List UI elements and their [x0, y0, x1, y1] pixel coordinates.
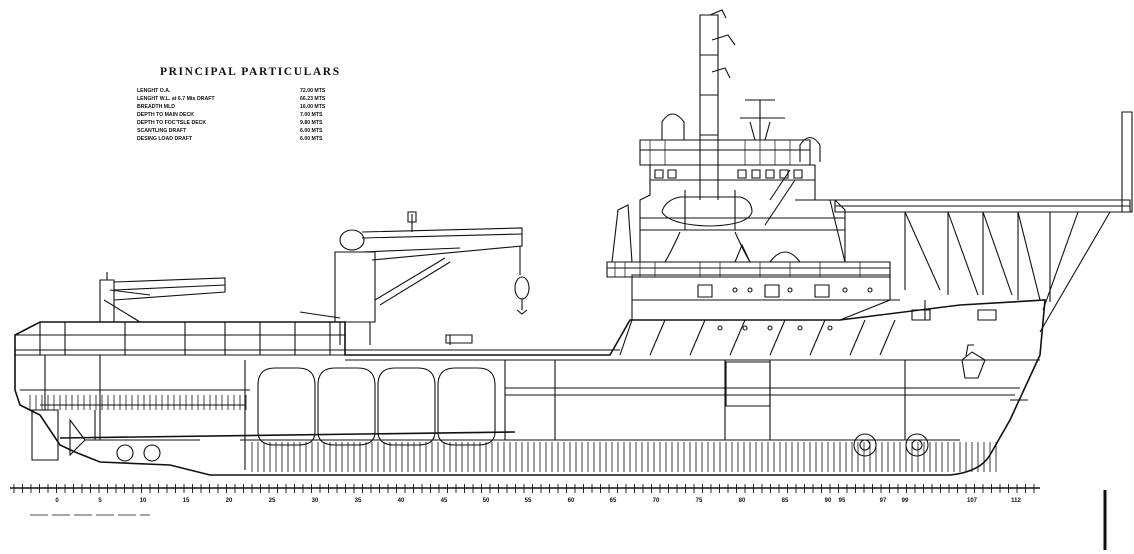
frame-number-label: 107: [967, 498, 978, 504]
principal-particulars-table: LENGHT O.A.72.00 MTS LENGHT W.L. at 6.7 …: [137, 88, 352, 144]
frame-number-label: 95: [839, 498, 846, 504]
frame-number-label: 80: [739, 498, 746, 504]
principal-particulars-title: PRINCIPAL PARTICULARS: [160, 66, 341, 78]
helideck: [835, 112, 1132, 332]
frame-number-label: 85: [782, 498, 789, 504]
frame-number-label: 15: [183, 498, 190, 504]
frame-number-label: 55: [525, 498, 532, 504]
stern-gear: [32, 410, 160, 461]
frame-number-label: 35: [355, 498, 362, 504]
frame-number-label: 10: [140, 498, 147, 504]
frame-number-label: 0: [55, 498, 59, 504]
frame-number-label: 70: [653, 498, 660, 504]
frame-number-label: 65: [610, 498, 617, 504]
frame-number-label: 25: [269, 498, 276, 504]
frame-number-label: 60: [568, 498, 575, 504]
frame-number-label: 5: [98, 498, 102, 504]
frame-scale: 0 5 10 15 20 25 30 35 40 45 50 55 60 65 70 75 80 85 90 95 97…: [10, 484, 1040, 515]
frame-number-label: 40: [398, 498, 405, 504]
frame-number-label: 30: [312, 498, 319, 504]
frame-number-label: 97: [880, 498, 887, 504]
particular-row: LENGHT O.A.72.00 MTS: [137, 88, 326, 94]
superstructure: [607, 10, 985, 378]
frame-number-label: 112: [1011, 498, 1021, 504]
aft-crane: [100, 272, 225, 322]
frame-number-label: 50: [483, 498, 490, 504]
frame-number-label: 75: [696, 498, 703, 504]
hull: [15, 300, 1045, 475]
frame-number-label: 45: [441, 498, 448, 504]
frame-number-label: 90: [825, 498, 832, 504]
main-crane: [300, 212, 529, 345]
frame-number-label: 99: [902, 498, 909, 504]
frame-number-label: 20: [226, 498, 233, 504]
bow-thrusters: [854, 434, 928, 456]
cargo-tanks: [60, 368, 515, 445]
